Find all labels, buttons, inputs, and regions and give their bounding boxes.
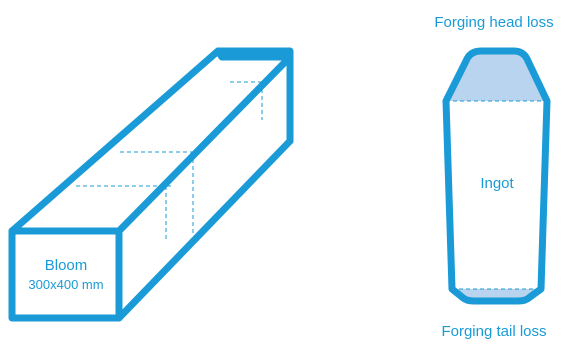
bloom-label: Bloom (45, 257, 88, 274)
bloom-front-face (8, 227, 123, 322)
head-loss-region (446, 51, 547, 101)
bloom-end-face (214, 47, 294, 61)
bloom: Bloom 300x400 mm (8, 47, 294, 322)
tail-loss-label: Forging tail loss (441, 323, 546, 340)
ingot-outline (442, 47, 551, 305)
bloom-hidden-edges (76, 81, 270, 240)
bloom-outline (8, 47, 294, 322)
bloom-size-label: 300x400 mm (28, 277, 103, 292)
ingot: Ingot Forging head loss Forging tail los… (434, 14, 553, 340)
ingot-label: Ingot (480, 175, 514, 192)
head-loss-label: Forging head loss (434, 14, 553, 31)
